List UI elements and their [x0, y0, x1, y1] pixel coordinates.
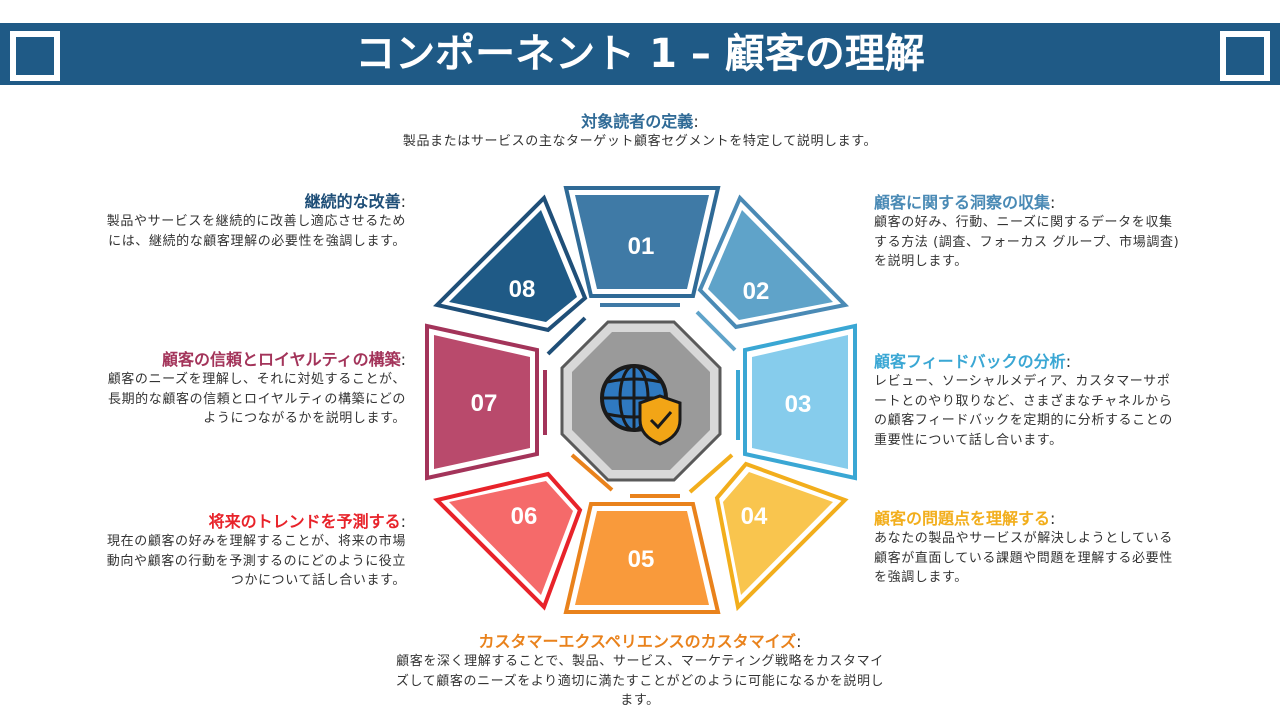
segment-05-text: カスタマーエクスペリエンスのカスタマイズ: 顧客を深く理解することで、製品、サー… [390, 632, 890, 711]
segment-08-heading: 継続的な改善 [304, 192, 401, 211]
segment-07-colon: : [400, 350, 406, 369]
globe-shield-icon [600, 364, 682, 446]
segment-04: 04 [714, 461, 849, 612]
segment-03-heading: 顧客フィードバックの分析 [874, 352, 1066, 371]
segment-05-number: 05 [628, 546, 655, 573]
segment-03-description: レビュー、ソーシャルメディア、カスタマーサポートとのやり取りなど、さまざまなチャ… [874, 374, 1173, 448]
segment-05-colon: : [796, 632, 802, 651]
segment-04-heading: 顧客の問題点を理解する [874, 509, 1051, 528]
banner-square-left-icon [10, 31, 60, 81]
segment-08-description: 製品やサービスを継続的に改善し適応させるためには、継続的な顧客理解の必要性を強調… [106, 214, 406, 249]
segment-07-number: 07 [471, 390, 498, 417]
segment-06-text: 将来のトレンドを予測する: 現在の顧客の好みを理解することが、将来の市場動向や顧… [100, 512, 406, 591]
segment-01-colon: : [693, 112, 699, 131]
connector-arcs [543, 303, 740, 498]
segment-06: 06 [433, 471, 583, 611]
segment-05: 05 [563, 502, 721, 614]
segment-07-text: 顧客の信頼とロイヤルティの構築: 顧客のニーズを理解し、それに対処することが、長… [100, 350, 406, 429]
segment-02-heading: 顧客に関する洞察の収集 [874, 193, 1051, 212]
segment-02-colon: : [1050, 193, 1056, 212]
segment-06-number: 06 [511, 503, 538, 530]
segment-01-description: 製品またはサービスの主なターゲット顧客セグメントを特定して説明します。 [402, 134, 878, 149]
segment-08-text: 継続的な改善: 製品やサービスを継続的に改善し適応させるためには、継続的な顧客理… [100, 192, 406, 251]
segment-03-number: 03 [785, 391, 812, 418]
segment-06-heading: 将来のトレンドを予測する [208, 512, 401, 531]
segment-04-description: あなたの製品やサービスが解決しようとしている顧客が直面している課題や問題を理解す… [874, 531, 1173, 585]
segment-07-heading: 顧客の信頼とロイヤルティの構築 [162, 350, 401, 369]
segment-01-number: 01 [628, 233, 655, 260]
segment-08-number: 08 [509, 276, 536, 303]
segment-05-heading: カスタマーエクスペリエンスのカスタマイズ [478, 632, 797, 651]
segment-08-colon: : [400, 192, 406, 211]
segment-03-colon: : [1065, 352, 1072, 371]
segment-03: 03 [743, 323, 857, 481]
segment-02-description: 顧客の好み、行動、ニーズに関するデータを収集する方法 (調査、フォーカス グルー… [874, 215, 1180, 269]
segment-06-description: 現在の顧客の好みを理解することが、将来の市場動向や顧客の行動を予測するのにどのよ… [106, 534, 406, 588]
segment-08: 08 [433, 194, 588, 333]
segment-01: 01 [563, 186, 721, 298]
segment-04-text: 顧客の問題点を理解する: あなたの製品やサービスが解決しようとしている顧客が直面… [874, 509, 1180, 588]
segment-02-text: 顧客に関する洞察の収集: 顧客の好み、行動、ニーズに関するデータを収集する方法 … [874, 193, 1180, 272]
segment-06-colon: : [400, 512, 406, 531]
segment-02-number: 02 [743, 278, 770, 305]
segment-02: 02 [697, 194, 850, 330]
title-banner: コンポーネント 1 – 顧客の理解 [0, 23, 1280, 85]
page-title: コンポーネント 1 – 顧客の理解 [355, 31, 925, 77]
segment-01-text: 対象読者の定義: 製品またはサービスの主なターゲット顧客セグメントを特定して説明… [390, 112, 890, 152]
banner-square-right-icon [1220, 31, 1270, 81]
segment-03-text: 顧客フィードバックの分析: レビュー、ソーシャルメディア、カスタマーサポートとの… [874, 352, 1180, 450]
segment-07: 07 [425, 323, 539, 481]
segment-05-description: 顧客を深く理解することで、製品、サービス、マーケティング戦略をカスタマイズして顧… [395, 654, 885, 708]
segment-04-number: 04 [741, 503, 768, 530]
segment-04-colon: : [1050, 509, 1056, 528]
segment-07-description: 顧客のニーズを理解し、それに対処することが、長期的な顧客の信頼とロイヤルティの構… [107, 372, 406, 426]
segment-01-heading: 対象読者の定義 [581, 112, 694, 131]
